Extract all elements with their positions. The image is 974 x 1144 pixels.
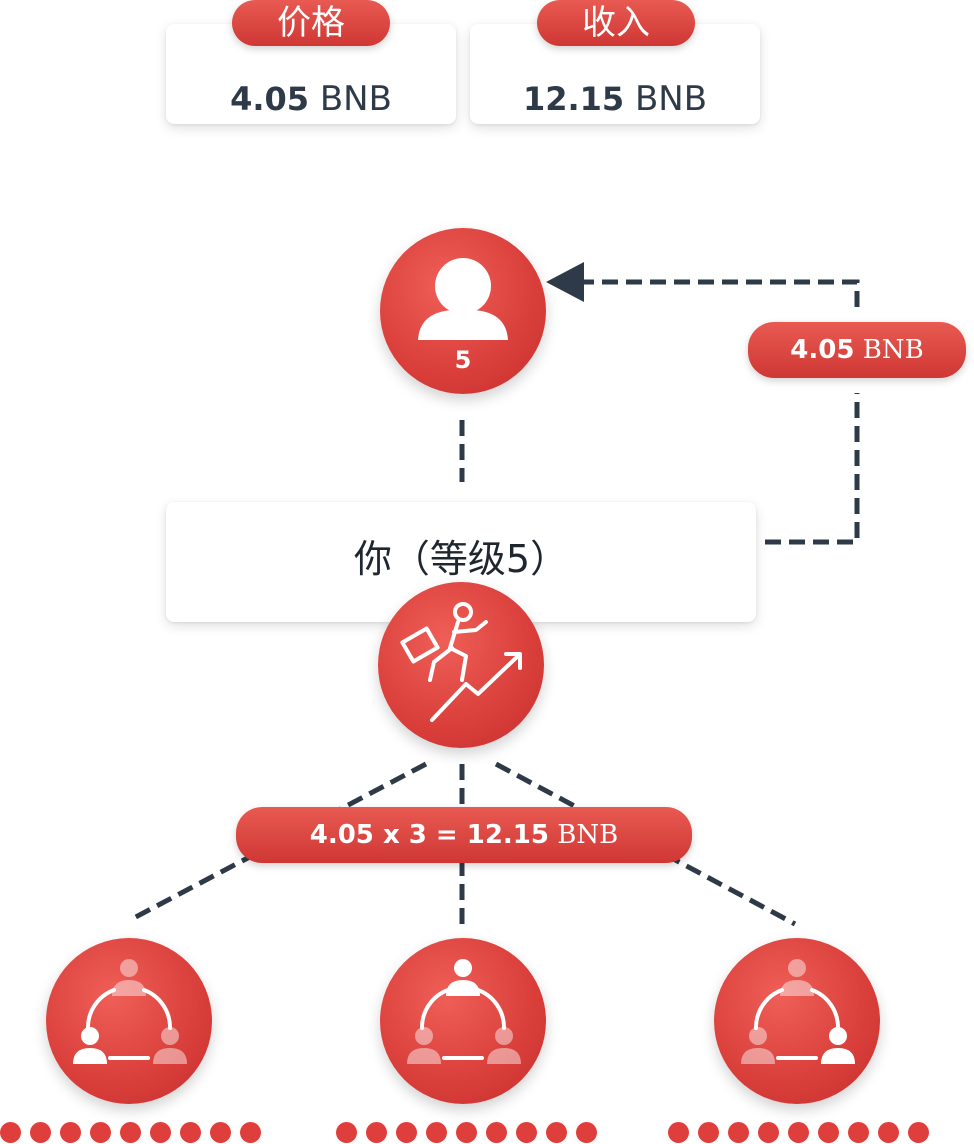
dot [878, 1122, 899, 1143]
arrow-head-icon [546, 262, 584, 302]
team-icon [741, 959, 855, 1064]
dot [818, 1122, 839, 1143]
dot [456, 1122, 477, 1143]
dot [728, 1122, 749, 1143]
transfer-amount-pill: 4.05 BNB [748, 322, 966, 378]
referral-node [380, 938, 546, 1104]
dot [30, 1122, 51, 1143]
dot [240, 1122, 261, 1143]
team-icon [73, 959, 187, 1064]
dot [210, 1122, 231, 1143]
dot [908, 1122, 929, 1143]
upline-level: 5 [454, 346, 472, 374]
dot [90, 1122, 111, 1143]
dot [546, 1122, 567, 1143]
price-label: 价格 [232, 0, 390, 46]
referral-node [714, 938, 880, 1104]
dot [668, 1122, 689, 1143]
upline-node: 5 [380, 228, 546, 394]
dot [486, 1122, 507, 1143]
dot [848, 1122, 869, 1143]
price-value: 4.05 BNB [230, 79, 392, 119]
dot [150, 1122, 171, 1143]
income-value: 12.15 BNB [522, 79, 708, 119]
dot [396, 1122, 417, 1143]
dot [426, 1122, 447, 1143]
dot [576, 1122, 597, 1143]
dot [788, 1122, 809, 1143]
earnings-pill: 4.05 x 3 = 12.15 BNB [236, 807, 692, 863]
dot [120, 1122, 141, 1143]
team-icon [407, 959, 521, 1064]
dot [60, 1122, 81, 1143]
dot [366, 1122, 387, 1143]
dot [698, 1122, 719, 1143]
dot-row-middle [336, 1122, 606, 1144]
climbing-success-icon [400, 602, 522, 722]
dot-row-right [668, 1122, 938, 1144]
user-icon [418, 258, 508, 340]
dot [336, 1122, 357, 1143]
you-label: 你（等级5） [353, 537, 569, 581]
dot-row-left [0, 1122, 270, 1144]
dot [758, 1122, 779, 1143]
referral-node [46, 938, 212, 1104]
dot [0, 1122, 21, 1143]
dot [516, 1122, 537, 1143]
dot [180, 1122, 201, 1143]
income-label: 收入 [537, 0, 695, 46]
you-node [378, 582, 544, 748]
